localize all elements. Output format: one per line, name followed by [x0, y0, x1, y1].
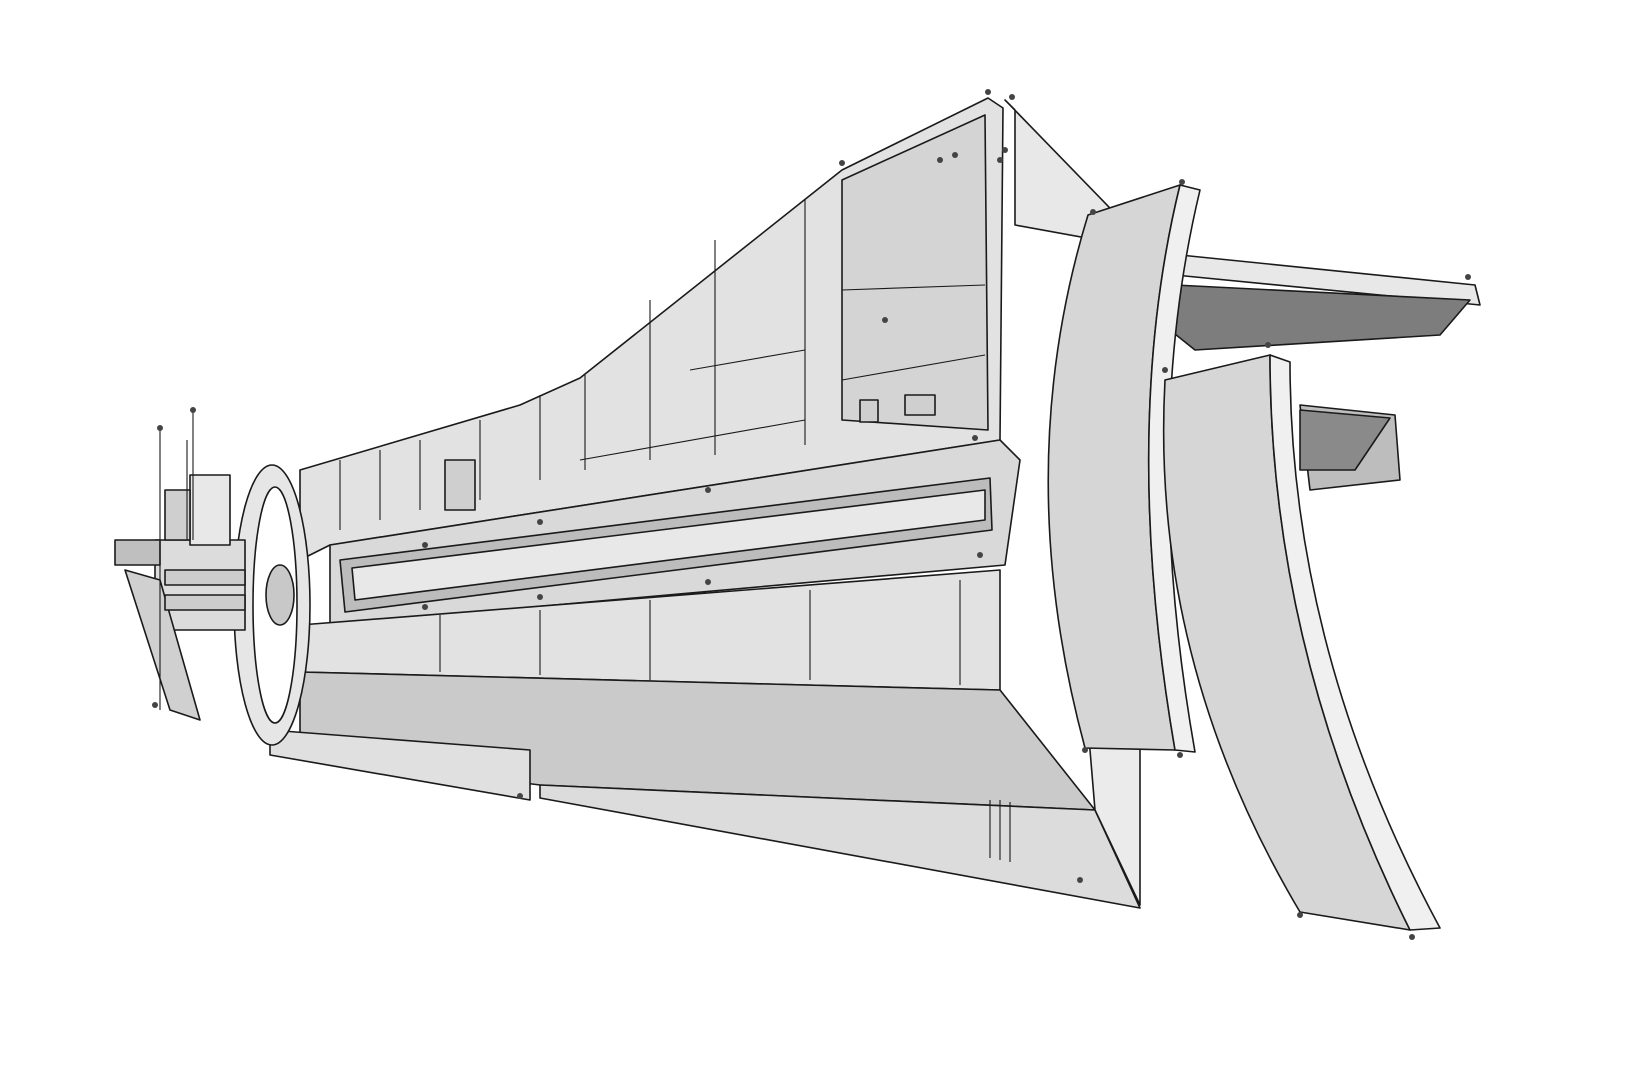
central-rail [329, 439, 1021, 626]
curved-fin-rear [1162, 354, 1441, 931]
engine-ring [233, 464, 311, 746]
underside-panels [269, 671, 1141, 909]
left-machinery [114, 412, 246, 721]
upper-right-platform [1004, 99, 1481, 491]
rivets [152, 89, 1471, 940]
upper-hull-panel [299, 97, 1004, 561]
curved-fin-front [1047, 184, 1201, 753]
